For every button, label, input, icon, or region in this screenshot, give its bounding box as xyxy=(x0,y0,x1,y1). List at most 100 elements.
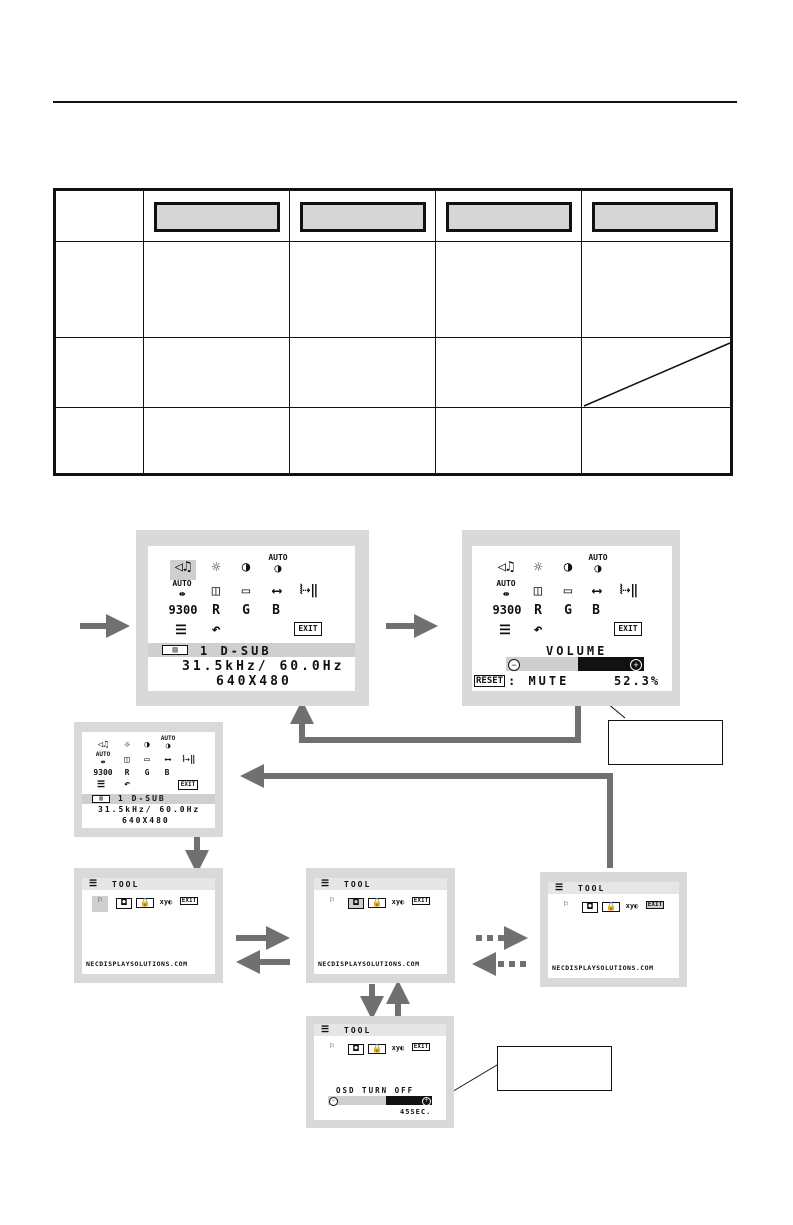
tool-icon: ☰ xyxy=(499,623,511,638)
osd-volume-menu-screen: ◁♫ ☼ ◑ AUTO◑ AUTO⇹ ◫ ▭ ⟷ ⦚⇢‖ 9300 R G B … xyxy=(462,530,680,706)
url-text: NECDISPLAYSOLUTIONS.COM xyxy=(318,960,420,968)
contrast-icon: ◑ xyxy=(144,740,150,750)
auto-adjust-icon: AUTO⇹ xyxy=(496,579,516,600)
contrast-icon: ◑ xyxy=(563,559,573,575)
tool-title: TOOL xyxy=(578,884,606,893)
osd-main-menu-screen: ◁♫ ☼ ◑ AUTO◑ AUTO⇹ ◫ ▭ ⟷ ⦚⇢‖ 9300 R G B … xyxy=(136,530,369,706)
url-text: NECDISPLAYSOLUTIONS.COM xyxy=(86,960,188,968)
frequency-text: 31.5kHz/ 60.0Hz xyxy=(182,659,345,674)
key-button-1[interactable] xyxy=(154,202,280,232)
brightness-icon: ☼ xyxy=(123,740,131,751)
input-label: 1 D-SUB xyxy=(200,644,272,658)
osd-position-icon: ◘ xyxy=(582,902,598,913)
osd-tool-display: ☰ TOOL ⚐ ◘ 🔒 xy◐ EXIT NECDISPLAYSOLUTION… xyxy=(314,878,447,974)
table-col-divider xyxy=(289,191,290,473)
osd-lock-icon: 🔒 xyxy=(368,1044,386,1054)
input-info-bar xyxy=(148,643,355,657)
table-row-divider xyxy=(56,407,730,408)
volume-slider-fill xyxy=(506,657,579,671)
tool-icon: ☰ xyxy=(554,883,564,893)
blue-label: B xyxy=(592,603,600,618)
not-applicable-slash xyxy=(583,342,730,407)
header-rule xyxy=(53,101,737,103)
tool-icon: ☰ xyxy=(320,879,330,889)
red-label: R xyxy=(534,603,542,618)
blue-label: B xyxy=(272,603,280,618)
osd-turn-off-value: 45SEC. xyxy=(400,1108,432,1116)
auto-adjust-icon: AUTO⇹ xyxy=(172,579,192,600)
osd-tool-display: ☰ TOOL ⚐ ◘ 🔒 xy◐ EXIT NECDISPLAYSOLUTION… xyxy=(548,882,679,978)
h-size-icon: ⟷ xyxy=(165,755,171,765)
volume-slider[interactable]: − + xyxy=(506,657,644,671)
osd-position-icon: ◘ xyxy=(348,1044,364,1055)
green-label: G xyxy=(242,603,250,618)
exit-icon: EXIT xyxy=(614,622,642,636)
osd-main-menu-display: ◁♫ ☼ ◑ AUTO◑ AUTO⇹ ◫ ▭ ⟷ ⦚⇢‖ 9300 R G B … xyxy=(148,546,355,691)
osd-lock-icon: 🔒 xyxy=(136,898,154,908)
osd-turn-off-fill xyxy=(328,1096,386,1105)
tool-title-bar xyxy=(82,878,215,890)
volume-title: VOLUME xyxy=(546,644,608,658)
mute-label: : MUTE xyxy=(508,674,570,688)
callout-box-volume xyxy=(608,720,723,765)
plus-icon: + xyxy=(630,659,642,671)
osd-lock-icon: 🔒 xyxy=(602,902,620,912)
key-button-2[interactable] xyxy=(300,202,426,232)
osd-lock-icon: 🔒 xyxy=(368,898,386,908)
osd-position-icon: ◘ xyxy=(116,898,132,909)
factory-preset-icon: ↶ xyxy=(533,620,543,638)
green-label: G xyxy=(564,603,572,618)
d-sub-connector-icon: ▥ xyxy=(162,645,188,655)
tool-icon: ☰ xyxy=(96,780,106,790)
arrow-volume-to-main xyxy=(290,700,581,743)
key-button-3[interactable] xyxy=(446,202,572,232)
auto-contrast-icon: AUTO◑ xyxy=(268,553,288,575)
down-up-icon: ▭ xyxy=(241,583,251,599)
fine-icon: ⦚⇢‖ xyxy=(299,583,319,598)
factory-preset-icon: ↶ xyxy=(123,779,131,790)
exit-icon: EXIT xyxy=(646,901,664,909)
table-col-divider xyxy=(435,191,436,473)
exit-icon: EXIT xyxy=(180,897,198,905)
osd-tool-screen-2: ☰ TOOL ⚐ ◘ 🔒 xy◐ EXIT NECDISPLAYSOLUTION… xyxy=(306,868,455,983)
osd-position-icon: ◘ xyxy=(348,898,364,909)
language-icon: ⚐ xyxy=(329,895,335,904)
exit-icon: EXIT xyxy=(294,622,322,636)
down-up-icon: ▭ xyxy=(144,755,150,765)
xy-info-icon: xy◐ xyxy=(391,1044,405,1052)
osd-tool-screen-1: ☰ TOOL ⚐ ◘ 🔒 xy◐ EXIT NECDISPLAYSOLUTION… xyxy=(74,868,223,983)
language-icon: ⚐ xyxy=(563,899,569,908)
table-col-divider xyxy=(143,191,144,473)
tool-title-bar xyxy=(314,1024,446,1036)
factory-preset-icon: ↶ xyxy=(211,620,221,638)
osd-main-menu-small-screen: ◁♫ ☼ ◑ AUTO◑ AUTO⇹ ◫ ▭ ⟷ ⦚⇢‖ 9300 R G B … xyxy=(74,722,223,837)
down-up-icon: ▭ xyxy=(563,583,573,599)
fine-icon: ⦚⇢‖ xyxy=(619,583,639,598)
color-preset-label: 9300 xyxy=(492,603,522,617)
table-row-divider xyxy=(56,337,730,338)
minus-icon: − xyxy=(329,1097,338,1106)
reset-label: RESET xyxy=(474,675,506,687)
tool-icon: ☰ xyxy=(320,1025,330,1035)
contrast-icon: ◑ xyxy=(241,559,251,575)
osd-tool-screen-4: ☰ TOOL ⚐ ◘ 🔒 xy◐ EXIT OSD TURN OFF − + 4… xyxy=(306,1016,454,1128)
tool-title: TOOL xyxy=(344,1026,372,1035)
osd-volume-display: ◁♫ ☼ ◑ AUTO◑ AUTO⇹ ◫ ▭ ⟷ ⦚⇢‖ 9300 R G B … xyxy=(472,546,672,691)
tool-icon: ☰ xyxy=(88,879,98,889)
table-row-divider xyxy=(56,241,730,242)
osd-main-menu-small-display: ◁♫ ☼ ◑ AUTO◑ AUTO⇹ ◫ ▭ ⟷ ⦚⇢‖ 9300 R G B … xyxy=(82,732,215,828)
input-label: 1 D-SUB xyxy=(118,794,166,803)
language-icon: ⚐ xyxy=(329,1041,335,1050)
xy-info-icon: xy◐ xyxy=(625,902,639,910)
osd-turn-off-slider[interactable]: − + xyxy=(328,1096,432,1106)
key-button-4[interactable] xyxy=(592,202,718,232)
volume-icon: ◁♫ xyxy=(170,560,196,580)
input-info-bar xyxy=(82,794,215,804)
exit-icon: EXIT xyxy=(178,780,198,790)
auto-adjust-icon: AUTO⇹ xyxy=(95,751,111,766)
blue-label: B xyxy=(164,768,170,777)
osd-tool-screen-3: ☰ TOOL ⚐ ◘ 🔒 xy◐ EXIT NECDISPLAYSOLUTION… xyxy=(540,872,687,987)
brightness-icon: ☼ xyxy=(211,558,221,576)
brightness-icon: ☼ xyxy=(533,558,543,576)
